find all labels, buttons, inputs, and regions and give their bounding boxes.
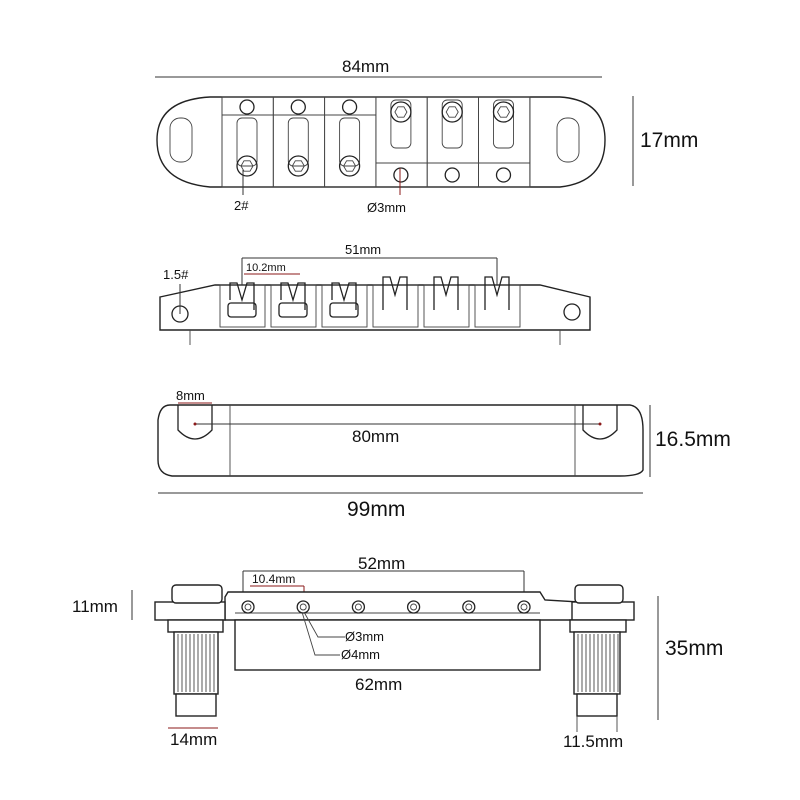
stud-washer-right [569, 619, 627, 633]
hex-screw-icon [492, 101, 515, 123]
hex-screw-icon [287, 155, 309, 177]
label-10-2mm: 10.2mm [246, 262, 286, 274]
stud-shaft-left [175, 693, 217, 717]
tailpiece-front-view: 52mm 10.4mm 11mm Ø3mm Ø4mm 62mm 35mm 14m… [72, 554, 723, 751]
stud-slot-left [169, 117, 193, 163]
label-8mm: 8mm [176, 388, 205, 403]
label-hole-3mm: Ø3mm [367, 200, 406, 215]
stud-washer-left [167, 619, 224, 633]
label-16-5mm: 16.5mm [655, 428, 731, 451]
tailpiece-base [234, 619, 541, 671]
saddle [478, 96, 531, 188]
intonation-hole [393, 167, 409, 183]
bridge-body-front [159, 284, 591, 331]
label-17mm: 17mm [640, 129, 698, 152]
hex-screw-icon [390, 101, 412, 123]
stud-slot-right [556, 117, 580, 163]
front-view: 51mm 10.2mm 1.5# [159, 242, 591, 345]
label-hole-4mm: Ø4mm [341, 647, 380, 662]
stud-cap-left [171, 584, 223, 604]
intonation-hole [341, 99, 358, 115]
string-hole [241, 600, 255, 614]
string-hole [406, 600, 421, 614]
label-11mm: 11mm [72, 597, 118, 616]
intonation-hole [239, 99, 255, 115]
hex-screw-icon [338, 155, 361, 177]
saddles-front [219, 276, 521, 328]
label-99mm: 99mm [347, 498, 405, 521]
label-1-5-screw: 1.5# [163, 267, 189, 282]
label-2-screw: 2# [234, 198, 249, 213]
slot-left [177, 405, 213, 440]
slot-right [582, 405, 618, 440]
stud-shaft-right [576, 693, 618, 717]
hex-screw-icon [441, 101, 463, 123]
tailpiece-body [157, 404, 644, 477]
stud-knurl-right [573, 631, 621, 695]
string-hole [351, 600, 366, 614]
saddle [321, 282, 368, 328]
saddle [474, 276, 521, 328]
saddle [270, 282, 317, 328]
label-52mm: 52mm [358, 554, 405, 573]
intonation-hole [444, 167, 460, 183]
label-11-5mm: 11.5mm [563, 732, 623, 751]
saddle [219, 282, 266, 328]
string-hole [296, 600, 310, 614]
stud-cap-right [574, 584, 624, 604]
top-view: 84mm 2# Ø3mm 17mm [155, 57, 698, 215]
saddle [423, 276, 470, 328]
label-hole-3mm-b: Ø3mm [345, 629, 384, 644]
intonation-hole [495, 167, 512, 183]
string-hole [462, 600, 476, 614]
screw-right [563, 303, 581, 321]
label-14mm: 14mm [170, 730, 217, 749]
stud-knurl-left [173, 631, 219, 695]
hex-screw-icon [236, 155, 258, 177]
saddles-top [221, 96, 531, 188]
stud-nut-left [154, 601, 226, 621]
label-51mm: 51mm [345, 242, 381, 257]
saddle [221, 96, 274, 188]
label-35mm: 35mm [665, 637, 723, 660]
label-10-4mm: 10.4mm [252, 572, 295, 586]
string-holes [235, 600, 540, 614]
saddle [272, 96, 326, 188]
stud-nut-right [571, 601, 635, 621]
label-84mm: 84mm [342, 57, 389, 76]
label-80mm: 80mm [352, 427, 399, 446]
tailpiece-view: 8mm 80mm 16.5mm 99mm [157, 388, 731, 521]
label-62mm: 62mm [355, 675, 402, 694]
string-hole [517, 600, 531, 614]
bridge-body-top [156, 96, 606, 188]
intonation-hole [290, 99, 306, 115]
saddle [372, 276, 419, 328]
